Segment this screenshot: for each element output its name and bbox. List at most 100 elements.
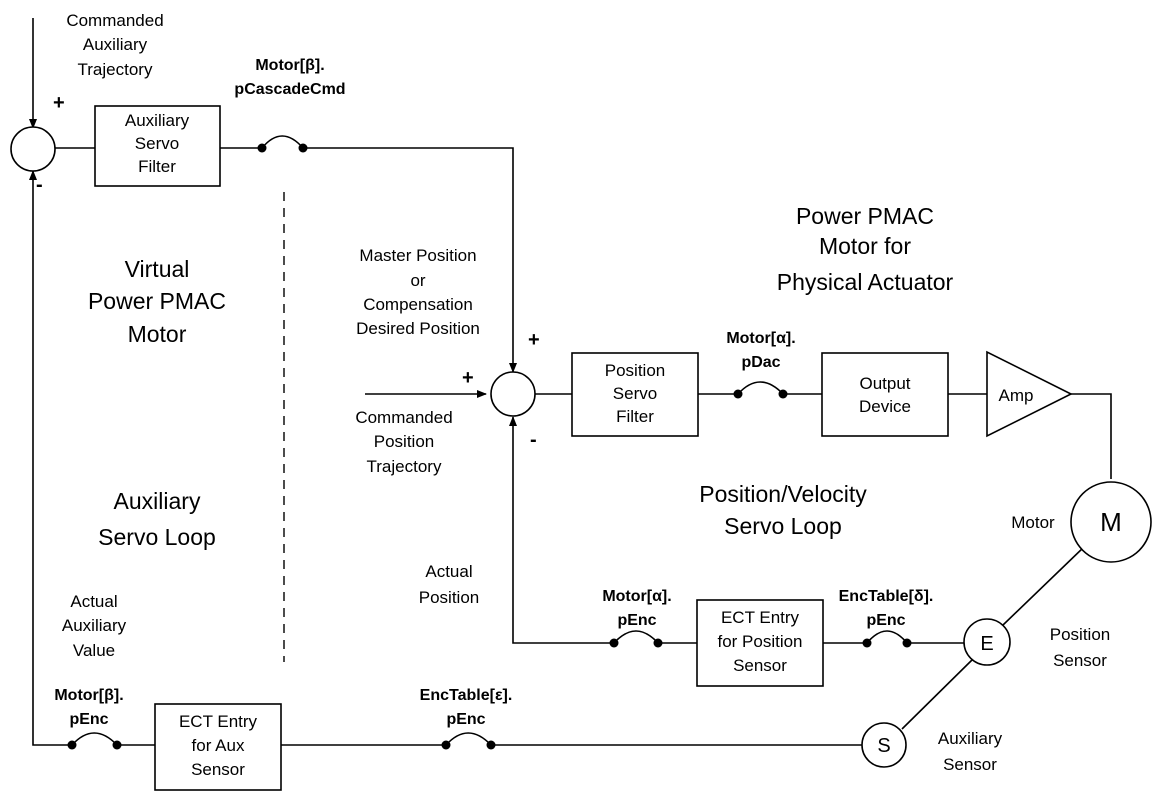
position-servo-filter-block: Position Servo Filter xyxy=(571,352,699,437)
output-device-line-1: Output xyxy=(859,374,910,393)
enc-alpha-line-2: pEnc xyxy=(617,612,656,629)
dac-var-line-1: Motor[α]. xyxy=(726,330,795,347)
pos-filter-line-1: Position xyxy=(605,361,665,380)
ect-position-block: ECT Entry for Position Sensor xyxy=(696,599,824,687)
motor-label: Motor xyxy=(1011,513,1055,532)
position-summing-junction xyxy=(490,371,536,417)
cascade-to-summer2-wire xyxy=(303,147,517,373)
enctable-eps-line-2: pEnc xyxy=(446,711,485,728)
motor-node: M xyxy=(1070,481,1152,563)
enc-alpha-label: Motor[α]. pEnc xyxy=(602,588,671,629)
ect-pos-line-1: ECT Entry xyxy=(721,608,800,627)
enctable-eps-line-1: EncTable[ε]. xyxy=(420,687,513,704)
ect-aux-line-2: for Aux xyxy=(192,736,245,755)
enc-alpha-line-1: Motor[α]. xyxy=(602,588,671,605)
master-pos-line-3: Compensation xyxy=(363,295,473,314)
actual-aux-line-3: Value xyxy=(73,641,115,660)
commanded-position-trajectory-label: Commanded Position Trajectory xyxy=(355,408,452,476)
pos-sensor-line-2: Sensor xyxy=(1053,651,1107,670)
pdac-switch xyxy=(733,381,788,399)
motor-encoder-link xyxy=(1002,545,1086,626)
pos-sensor-line-1: Position xyxy=(1050,625,1110,644)
aux-sensor-line-1: Auxiliary xyxy=(938,729,1003,748)
motor-symbol: M xyxy=(1100,507,1122,537)
physical-motor-title: Power PMAC Motor for Physical Actuator xyxy=(777,203,954,295)
enc-beta-label: Motor[β]. pEnc xyxy=(54,687,123,728)
cmd-aux-line-2: Auxiliary xyxy=(83,35,148,54)
auxiliary-sensor-label: Auxiliary Sensor xyxy=(938,729,1003,774)
encoder-node: E xyxy=(963,618,1011,666)
ect-pos-line-2: for Position xyxy=(717,632,802,651)
ect-pos-line-3: Sensor xyxy=(733,656,787,675)
physical-motor-line-3: Physical Actuator xyxy=(777,269,954,295)
master-position-label: Master Position or Compensation Desired … xyxy=(356,246,480,338)
cmd-aux-line-1: Commanded xyxy=(66,11,163,30)
actual-position-label: Actual Position xyxy=(419,562,479,607)
aux-sensor-node: S xyxy=(861,722,907,768)
virtual-motor-line-1: Virtual xyxy=(125,256,190,282)
actual-pos-line-1: Actual xyxy=(425,562,472,581)
aux-plus-sign: + xyxy=(53,92,65,114)
cascade-cmd-switch xyxy=(257,135,308,153)
aux-feedback-wire xyxy=(29,170,72,746)
virtual-motor-line-3: Motor xyxy=(128,321,187,347)
ect-aux-line-3: Sensor xyxy=(191,760,245,779)
cascade-var-line-2: pCascadeCmd xyxy=(234,81,345,98)
cmd-pos-line-3: Trajectory xyxy=(367,457,442,476)
enc-beta-switch xyxy=(67,732,122,750)
ect-aux-line-1: ECT Entry xyxy=(179,712,258,731)
master-pos-line-2: or xyxy=(410,271,425,290)
amp-block: Amp xyxy=(986,350,1073,438)
aux-summing-junction xyxy=(10,126,56,172)
aux-loop-line-1: Auxiliary xyxy=(114,488,201,514)
actual-aux-value-label: Actual Auxiliary Value xyxy=(62,592,127,660)
pos-left-plus-sign: + xyxy=(462,367,474,389)
enctable-eps-switch xyxy=(441,732,496,750)
pos-minus-sign: - xyxy=(530,429,537,451)
aux-filter-line-1: Auxiliary xyxy=(125,111,190,130)
actual-aux-line-1: Actual xyxy=(70,592,117,611)
virtual-motor-title: Virtual Power PMAC Motor xyxy=(88,256,226,347)
ect-aux-block: ECT Entry for Aux Sensor xyxy=(154,703,282,791)
dac-label: Motor[α]. pDac xyxy=(726,330,795,371)
enc-alpha-switch xyxy=(609,630,663,648)
physical-motor-line-1: Power PMAC xyxy=(796,203,934,229)
pos-filter-line-2: Servo xyxy=(613,384,657,403)
encoder-aux-sensor-link xyxy=(901,658,974,730)
virtual-motor-line-2: Power PMAC xyxy=(88,288,226,314)
cmd-pos-line-2: Position xyxy=(374,432,434,451)
enctable-eps-label: EncTable[ε]. pEnc xyxy=(420,687,513,728)
actual-aux-line-2: Auxiliary xyxy=(62,616,127,635)
cascade-cmd-label: Motor[β]. pCascadeCmd xyxy=(234,57,345,98)
switch-contacts xyxy=(67,135,912,750)
position-sensor-label: Position Sensor xyxy=(1050,625,1110,670)
enctable-delta-line-2: pEnc xyxy=(866,612,905,629)
enctable-delta-switch xyxy=(862,630,912,648)
output-device-line-2: Device xyxy=(859,397,911,416)
amp-label: Amp xyxy=(999,386,1034,405)
enctable-delta-line-1: EncTable[δ]. xyxy=(839,588,934,605)
cmd-aux-line-3: Trajectory xyxy=(78,60,153,79)
enctable-delta-label: EncTable[δ]. pEnc xyxy=(839,588,934,629)
aux-sensor-symbol: S xyxy=(877,735,890,757)
position-feedback-wire xyxy=(509,416,614,644)
cmd-pos-line-1: Commanded xyxy=(355,408,452,427)
pos-vel-loop-line-2: Servo Loop xyxy=(724,513,842,539)
aux-filter-line-2: Servo xyxy=(135,134,179,153)
aux-loop-title: Auxiliary Servo Loop xyxy=(98,488,216,550)
enc-beta-line-1: Motor[β]. xyxy=(54,687,123,704)
pos-filter-line-3: Filter xyxy=(616,407,654,426)
aux-filter-line-3: Filter xyxy=(138,157,176,176)
physical-motor-line-2: Motor for xyxy=(819,233,911,259)
enc-beta-line-2: pEnc xyxy=(69,711,108,728)
master-pos-line-1: Master Position xyxy=(359,246,476,265)
dac-var-line-2: pDac xyxy=(741,354,780,371)
cascade-var-line-1: Motor[β]. xyxy=(255,57,324,74)
output-device-block: Output Device xyxy=(821,352,949,437)
signal-wires xyxy=(29,18,1112,746)
pos-vel-loop-title: Position/Velocity Servo Loop xyxy=(699,481,867,539)
aux-sensor-line-2: Sensor xyxy=(943,755,997,774)
aux-minus-sign: - xyxy=(36,174,43,196)
amp-to-motor-wire xyxy=(1071,393,1112,479)
